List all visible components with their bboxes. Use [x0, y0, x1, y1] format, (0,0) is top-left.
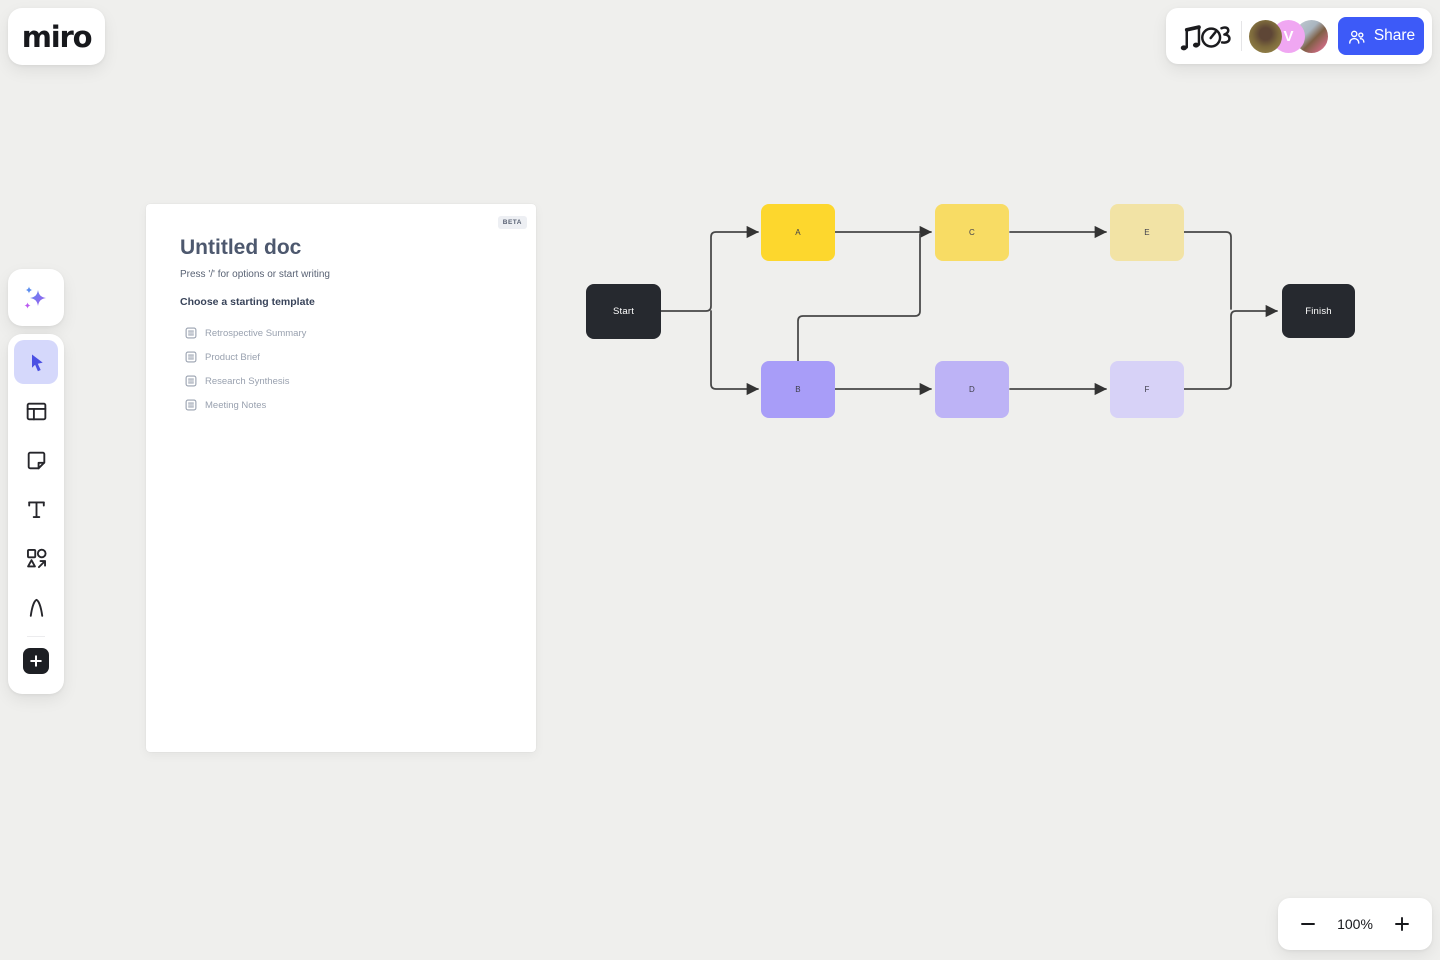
doc-placeholder[interactable]: Press '/' for options or start writing	[180, 269, 330, 280]
template-item[interactable]: Retrospective Summary	[180, 321, 502, 345]
ai-sparkle-icon	[24, 286, 46, 308]
zoom-level[interactable]: 100%	[1337, 916, 1373, 932]
zoom-in-button[interactable]	[1389, 911, 1415, 937]
flow-node-finish[interactable]: Finish	[1282, 284, 1355, 338]
cursor-select-icon	[31, 354, 43, 371]
template-item-label: Research Synthesis	[205, 375, 290, 387]
document-template-icon	[185, 399, 197, 411]
document-template-icon	[185, 327, 197, 339]
shapes-icon	[26, 548, 47, 568]
template-item-label: Meeting Notes	[205, 399, 267, 411]
sticky-note-tool[interactable]	[14, 438, 58, 482]
plus-icon	[1395, 917, 1409, 931]
collaborator-avatars: V	[1249, 19, 1328, 53]
music-notes-doodle-icon	[1180, 25, 1231, 51]
flow-node-c[interactable]: C	[935, 204, 1009, 261]
share-button[interactable]: Share	[1338, 17, 1424, 55]
plus-icon	[30, 655, 42, 667]
toolbar-divider	[27, 636, 45, 637]
template-list: Retrospective Summary Product Brief Rese…	[180, 321, 502, 417]
text-icon	[27, 500, 45, 518]
templates-heading: Choose a starting template	[180, 296, 315, 308]
flow-node-b[interactable]: B	[761, 361, 835, 418]
template-item-label: Product Brief	[205, 351, 260, 363]
pen-icon	[29, 598, 43, 617]
people-icon	[1348, 30, 1365, 44]
topbar: V Share	[1166, 8, 1432, 64]
add-tool-button[interactable]	[23, 648, 49, 674]
frames-tool[interactable]	[14, 389, 58, 433]
flow-node-d[interactable]: D	[935, 361, 1009, 418]
minus-icon	[1301, 923, 1315, 925]
pen-tool[interactable]	[14, 585, 58, 629]
topbar-divider	[1241, 21, 1242, 51]
avatar[interactable]	[1249, 19, 1282, 53]
select-tool[interactable]	[14, 340, 58, 384]
template-item[interactable]: Research Synthesis	[180, 369, 502, 393]
flow-node-start[interactable]: Start	[586, 284, 661, 339]
share-button-label: Share	[1373, 27, 1416, 44]
flow-node-f[interactable]: F	[1110, 361, 1184, 418]
zoom-out-button[interactable]	[1295, 911, 1321, 937]
template-item[interactable]: Product Brief	[180, 345, 502, 369]
tools-toolbar	[8, 334, 64, 694]
shapes-tool[interactable]	[14, 536, 58, 580]
template-item[interactable]: Meeting Notes	[180, 393, 502, 417]
beta-badge: BETA	[497, 216, 527, 229]
template-item-label: Retrospective Summary	[205, 327, 307, 339]
document-template-icon	[185, 351, 197, 363]
sticky-note-icon	[27, 451, 45, 469]
doc-title[interactable]: Untitled doc	[180, 236, 302, 259]
text-tool[interactable]	[14, 487, 58, 531]
flow-node-a[interactable]: A	[761, 204, 835, 261]
zoom-control: 100%	[1278, 898, 1432, 950]
miro-logo-card[interactable]: miro	[8, 8, 105, 65]
frames-icon	[26, 402, 46, 420]
doc-panel[interactable]: BETA Untitled doc Press '/' for options …	[146, 204, 536, 752]
ai-assistant-card[interactable]	[8, 269, 64, 326]
document-template-icon	[185, 375, 197, 387]
flow-node-e[interactable]: E	[1110, 204, 1184, 261]
miro-logo: miro	[21, 19, 93, 54]
